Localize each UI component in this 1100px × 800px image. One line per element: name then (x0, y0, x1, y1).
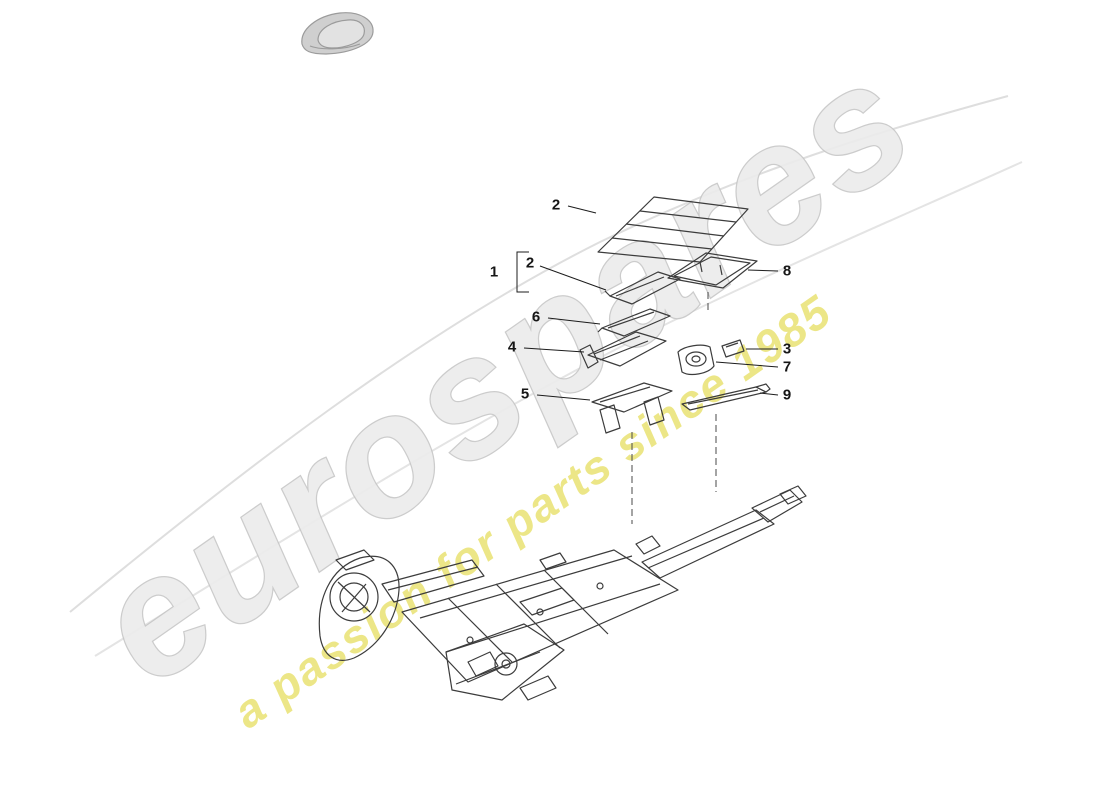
front-axle-carrier (445, 623, 565, 701)
callout-label-5[interactable]: 5 (520, 385, 530, 403)
part-mount-7 (677, 344, 715, 376)
part-clip-3 (721, 339, 745, 358)
part-crossmember-front (604, 271, 681, 305)
part-crossmember-5 (591, 382, 673, 434)
watermark-brand: eurospares (63, 23, 946, 719)
alignment-dashed-lines (631, 292, 717, 524)
frame-horn-right (751, 485, 807, 523)
bracket-detail (519, 675, 557, 701)
tunnel-crossmember (519, 535, 661, 616)
callout-label-8[interactable]: 8 (782, 262, 792, 280)
callout-label-1-assembly[interactable]: 1 (489, 263, 499, 281)
car-top-view (301, 12, 374, 55)
callout-label-7[interactable]: 7 (782, 358, 792, 376)
part-sill-9 (681, 383, 771, 411)
car-silhouette-sketch (69, 95, 1023, 657)
part-channel-8 (667, 252, 758, 289)
front-rail-left (381, 559, 485, 603)
floor-pan (401, 549, 679, 683)
part-rail-6 (597, 308, 671, 337)
callout-leader-lines (516, 205, 779, 401)
callout-label-2-floor-panel[interactable]: 2 (551, 196, 561, 214)
strut-tower-left (318, 549, 400, 661)
callout-label-4[interactable]: 4 (507, 338, 517, 356)
part-crossmember-4 (579, 331, 667, 369)
callout-label-3[interactable]: 3 (782, 340, 792, 358)
part-floor-panel (597, 196, 749, 263)
callout-label-2-member[interactable]: 2 (525, 254, 535, 272)
callout-label-6[interactable]: 6 (531, 308, 541, 326)
assembly-bracket (516, 251, 529, 293)
side-rail-right (641, 509, 775, 579)
chassis-assembly-drawing (318, 485, 807, 701)
callout-label-9[interactable]: 9 (782, 386, 792, 404)
